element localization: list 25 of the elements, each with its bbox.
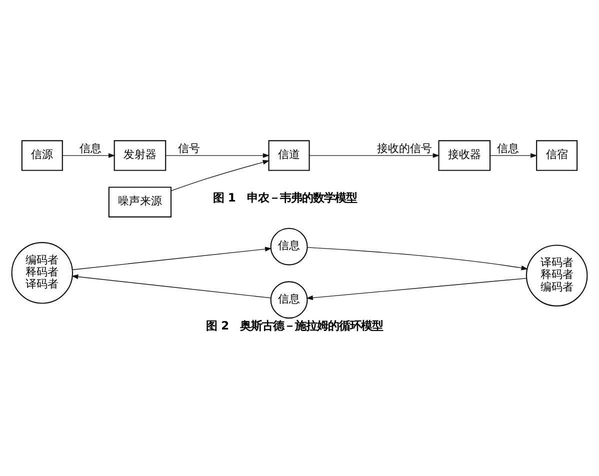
edge-label: 信号: [178, 142, 200, 155]
node-box: 信道: [268, 140, 310, 170]
node-circle: 编码者 释码者 译码者: [11, 242, 74, 304]
arrow: [490, 152, 538, 158]
arrow: [62, 152, 116, 158]
node-circle: 信息: [270, 280, 308, 318]
edge-label: 信息: [80, 142, 102, 155]
edge-label: 信息: [497, 142, 520, 155]
label: 图 1 申农－韦弗的数学模型: [212, 190, 357, 204]
arrow: [170, 159, 270, 191]
node-box: 信宿: [536, 140, 578, 170]
arrow: [72, 246, 272, 270]
node-box: 信源: [21, 140, 63, 170]
arrow: [307, 246, 528, 270]
arrow: [165, 152, 270, 158]
arrow: [309, 152, 440, 158]
arrow: [71, 274, 272, 298]
node-box: 接收器: [438, 140, 491, 170]
arrow: [306, 277, 527, 300]
caption: 图 2 奥斯古德－施拉姆的循环模型: [206, 318, 384, 332]
edge-label: 接收的信号: [377, 142, 432, 155]
node-circle: 译码者 释码者 编码者: [526, 244, 588, 306]
node-circle: 信息: [270, 227, 308, 265]
node-box: 噪声来源: [108, 186, 172, 217]
node-box: 发射器: [114, 140, 166, 170]
